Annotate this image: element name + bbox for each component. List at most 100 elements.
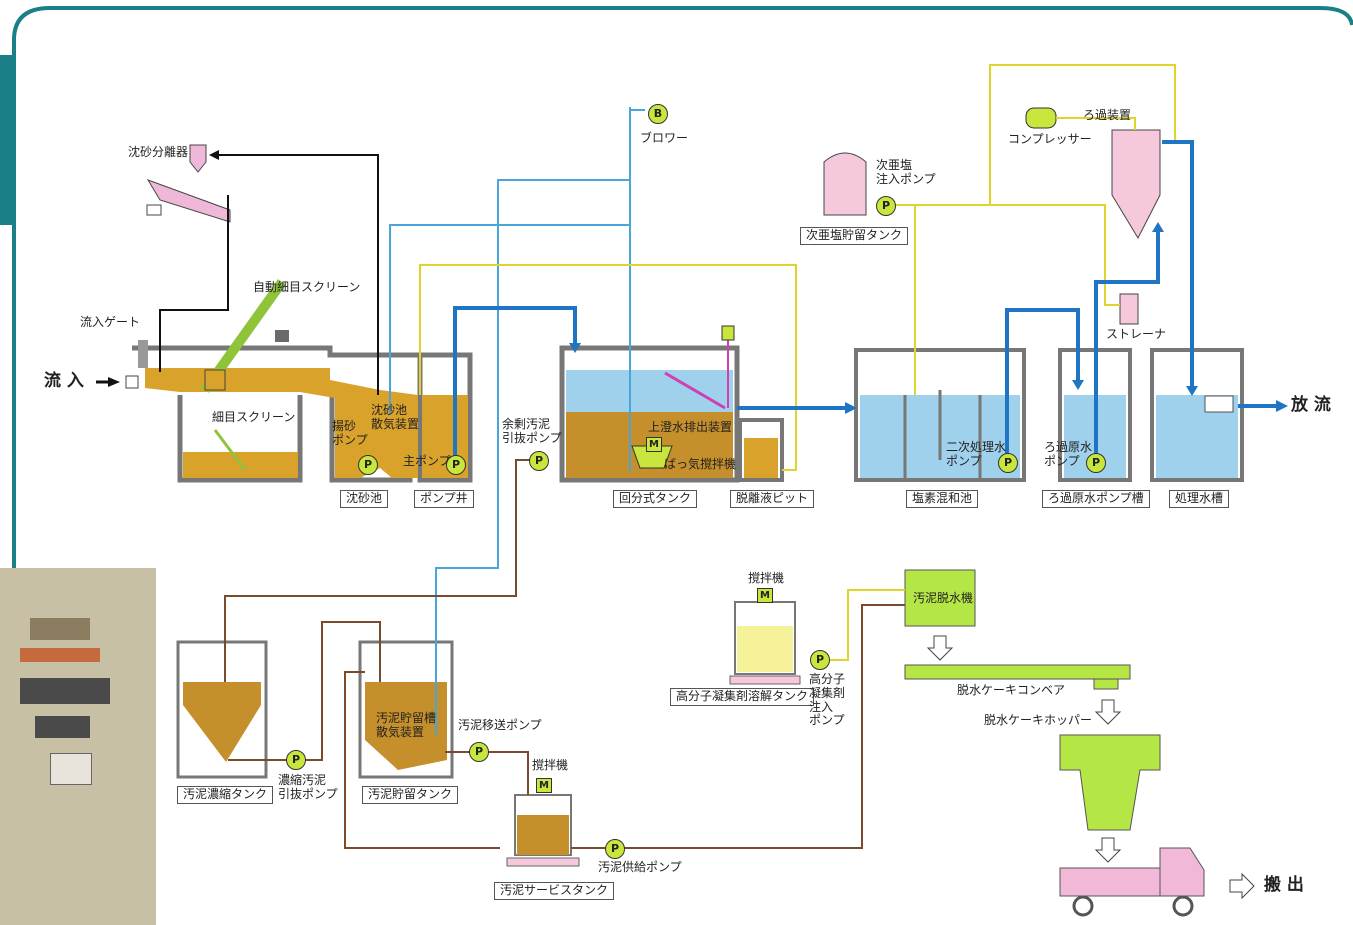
hypo-pump-label: 次亜塩 注入ポンプ: [876, 158, 936, 186]
grit-return-line: [159, 195, 229, 372]
arrow-batch-in: [569, 343, 581, 353]
arrow-inflow: [108, 377, 120, 387]
compressor-body: [1025, 107, 1057, 129]
inlet-gate: [138, 340, 148, 368]
main-pump-label: 主ポンプ: [403, 454, 451, 468]
grit-basin-outline: [177, 395, 303, 483]
arrow-filter-tank-in: [1072, 380, 1084, 390]
grit-separator-cyclone: [189, 144, 207, 173]
cake-conveyor-body: [904, 664, 1131, 680]
main-pump-mark: P: [446, 455, 466, 475]
truck-bed: [1059, 867, 1161, 897]
treated-outlet: [1204, 395, 1234, 413]
auto-screen-grid: [204, 369, 226, 391]
excess-pump-mark: P: [529, 451, 549, 471]
sludge-transfer-pump-label: 汚泥移送ポンプ: [458, 718, 542, 732]
sludge-storage-aerator-label: 汚泥貯留槽 散気装置: [376, 711, 437, 739]
grit-pump-label: 揚砂 ポンプ: [332, 419, 368, 447]
panel-meters: [20, 678, 110, 704]
thick-pump-mark: P: [286, 750, 306, 770]
polymer-solution: [737, 626, 793, 672]
inflow-gate-label: 流入ゲート: [80, 315, 141, 329]
grit-chamber-label: 沈砂池: [340, 490, 389, 508]
grit-pump-mark: P: [358, 455, 378, 475]
panel-gauges: [20, 648, 100, 662]
arrow-conveyor-down: [1094, 699, 1122, 725]
thick-sludge-pump-label: 濃縮汚泥 引抜ポンプ: [278, 773, 338, 801]
sludge-feed-pump-label: 汚泥供給ポンプ: [598, 860, 682, 874]
hypo-tank-label: 次亜塩貯留タンク: [800, 227, 909, 245]
grit-separator-label: 沈砂分離器: [128, 145, 189, 159]
pump-to-batch-line: [453, 306, 577, 462]
fine-screen-label: 細目スクリーン: [212, 410, 296, 424]
strainer-label: ストレーナ: [1106, 327, 1167, 341]
feed-pump-mark: P: [605, 839, 625, 859]
grit-separator-hopper: [146, 179, 231, 223]
hypo-tank-body: [823, 152, 867, 216]
frame-band: [0, 55, 16, 225]
grit-up-line: [215, 154, 379, 395]
arrow-chlorine-in: [845, 402, 857, 414]
arrow-discharge: [1276, 400, 1288, 412]
chlorine-to-filter-line: [1005, 308, 1080, 462]
pump-well-label: ポンプ井: [414, 490, 474, 508]
chlorine-tank-label: 塩素混和池: [906, 490, 979, 508]
aerator-motor-mark: M: [646, 437, 662, 452]
intake-grate: [125, 375, 139, 389]
service-sludge: [517, 815, 569, 855]
auto-screen-drive: [275, 330, 289, 342]
supernatant-motor: [721, 325, 735, 341]
polymer-pump-mark: P: [810, 650, 830, 670]
auto-screen-label: 自動細目スクリーン: [253, 280, 361, 294]
cake-hopper-body: [1059, 734, 1161, 831]
air-storage-line: [435, 107, 645, 735]
filter-device-body: [1111, 129, 1161, 240]
transfer-pump-mark: P: [469, 742, 489, 762]
supernatant-device-label: 上澄水排出装置: [648, 420, 733, 434]
excess-sludge-pump-label: 余剰汚泥 引抜ポンプ: [502, 417, 562, 445]
inflow-label: 流 入: [44, 371, 84, 391]
carry-out-label: 搬 出: [1264, 875, 1304, 895]
secondary-pump-mark: P: [998, 453, 1018, 473]
blower-mark: B: [648, 104, 668, 124]
hypo-pump-mark: P: [876, 196, 896, 216]
polymer-line: [828, 589, 905, 661]
secondary-pump-label: 二次処理水 ポンプ: [946, 440, 1007, 468]
raw-filter-pump-label: ろ過原水 ポンプ: [1044, 440, 1093, 468]
fine-screen-line: [213, 429, 247, 471]
conveyor-leg: [1093, 678, 1119, 690]
service-mixer-motor-mark: M: [536, 778, 552, 793]
arrow-grit-top: [209, 150, 219, 160]
filter-to-treated-line: [1162, 140, 1194, 390]
thick-sludge-line: [228, 621, 381, 761]
filter-feed-line: [1094, 228, 1160, 462]
compressor-label: コンプレッサー: [1008, 132, 1092, 146]
arrow-carry-out: [1229, 872, 1255, 900]
polymer-mixer-label: 撹拌機: [748, 571, 785, 585]
truck-wheel-rear: [1172, 895, 1194, 917]
return-line: [344, 671, 500, 849]
polymer-tank-label: 高分子凝集剤溶解タンク: [670, 688, 815, 706]
sludge-thickener-label: 汚泥濃縮タンク: [177, 786, 274, 804]
backwash-line: [989, 64, 1176, 205]
service-tank-base: [506, 857, 580, 867]
polymer-tank-base: [729, 675, 801, 685]
control-panel-photo: [0, 568, 156, 925]
arrow-treated-in: [1186, 386, 1198, 396]
supernatant-arm: [664, 371, 726, 410]
dewater-label: 汚泥脱水機: [913, 591, 974, 605]
sludge-storage-label: 汚泥貯留タンク: [362, 786, 459, 804]
filter-device-label: ろ過装置: [1083, 108, 1132, 122]
storage-sludge: [365, 682, 447, 770]
panel-display: [30, 618, 90, 640]
cake-hopper-label: 脱水ケーキホッパー: [984, 713, 1093, 727]
pit-water: [744, 438, 778, 478]
treated-tank-label: 処理水槽: [1169, 490, 1230, 508]
aeration-mixer-label: ばっ気撹拌機: [664, 457, 737, 471]
inflow-water: [145, 368, 418, 478]
polymer-pump-label: 高分子 凝集剤 注入 ポンプ: [809, 672, 846, 728]
raw-filter-pump-mark: P: [1086, 453, 1106, 473]
panel-meters-2: [35, 716, 90, 738]
